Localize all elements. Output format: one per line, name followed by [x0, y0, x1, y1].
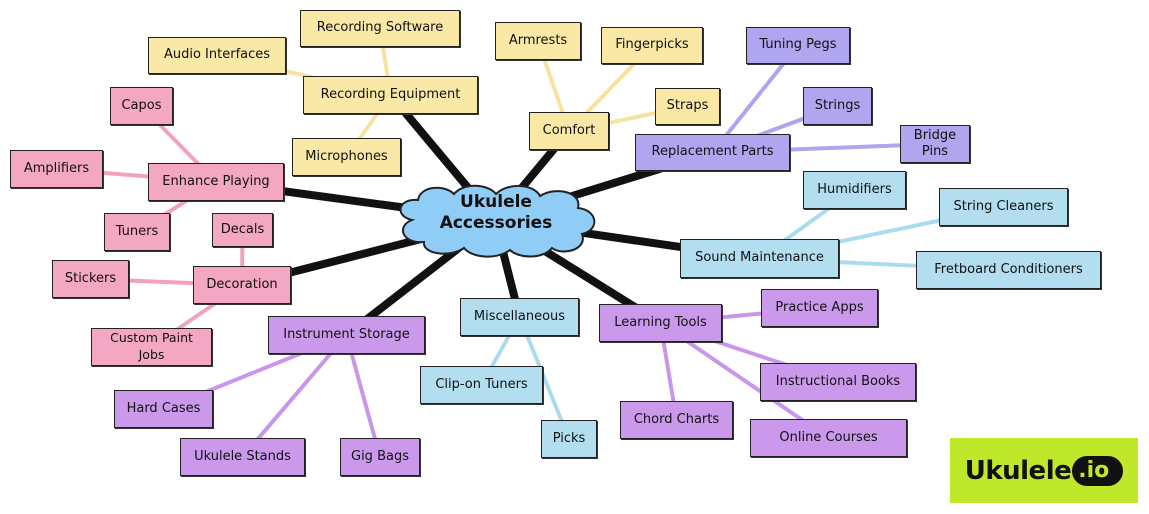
connector-learning-tools-to-online-courses — [658, 321, 831, 440]
leaf-custom-paint-jobs[interactable]: Custom Paint Jobs — [91, 328, 212, 366]
leaf-fingerpicks[interactable]: Fingerpicks — [601, 27, 703, 64]
leaf-gig-bags[interactable]: Gig Bags — [340, 438, 420, 476]
central-cloud — [399, 184, 596, 258]
leaf-amplifiers[interactable]: Amplifiers — [10, 150, 103, 188]
branch-decoration[interactable]: Decoration — [193, 266, 291, 304]
logo-wordmark: Ukulele — [964, 455, 1072, 486]
leaf-armrests[interactable]: Armrests — [495, 22, 581, 60]
connector-miscellaneous-to-picks — [517, 315, 571, 441]
branch-comfort[interactable]: Comfort — [529, 112, 609, 150]
leaf-stickers[interactable]: Stickers — [52, 260, 129, 298]
leaf-tuners[interactable]: Tuners — [104, 213, 170, 251]
leaf-recording-software[interactable]: Recording Software — [300, 10, 460, 47]
leaf-straps[interactable]: Straps — [655, 88, 720, 125]
leaf-decals[interactable]: Decals — [212, 213, 273, 247]
leaf-bridge-pins[interactable]: Bridge Pins — [900, 125, 970, 163]
leaf-strings[interactable]: Strings — [803, 87, 872, 125]
leaf-tuning-pegs[interactable]: Tuning Pegs — [746, 27, 850, 64]
branch-instrument-storage[interactable]: Instrument Storage — [268, 316, 425, 354]
branch-learning-tools[interactable]: Learning Tools — [599, 304, 722, 342]
leaf-capos[interactable]: Capos — [110, 87, 173, 125]
leaf-microphones[interactable]: Microphones — [292, 138, 401, 176]
leaf-online-courses[interactable]: Online Courses — [750, 419, 907, 457]
leaf-audio-interfaces[interactable]: Audio Interfaces — [148, 37, 286, 74]
leaf-chord-charts[interactable]: Chord Charts — [620, 401, 733, 439]
branch-enhance-playing[interactable]: Enhance Playing — [148, 163, 284, 201]
leaf-fretboard-conditioners[interactable]: Fretboard Conditioners — [916, 251, 1101, 289]
leaf-humidifiers[interactable]: Humidifiers — [803, 171, 906, 209]
branch-replacement-parts[interactable]: Replacement Parts — [635, 134, 790, 171]
ukulele-io-logo[interactable]: Ukulele .io — [950, 438, 1138, 503]
leaf-instructional-books[interactable]: Instructional Books — [760, 363, 916, 401]
leaf-ukulele-stands[interactable]: Ukulele Stands — [180, 438, 305, 476]
leaf-hard-cases[interactable]: Hard Cases — [114, 390, 213, 428]
connector-instrument-storage-to-ukulele-stands — [240, 333, 349, 459]
leaf-practice-apps[interactable]: Practice Apps — [761, 289, 878, 327]
logo-ukulele-body-icon: .io — [1072, 455, 1124, 486]
branch-recording-equipment[interactable]: Recording Equipment — [303, 76, 478, 114]
branch-sound-maintenance[interactable]: Sound Maintenance — [680, 239, 839, 278]
logo-suffix: .io — [1078, 458, 1110, 483]
leaf-picks[interactable]: Picks — [541, 420, 597, 458]
connector-instrument-storage-to-gig-bags — [344, 333, 382, 459]
leaf-clip-on-tuners[interactable]: Clip-on Tuners — [420, 366, 543, 404]
central-topic-line2: Accessories — [439, 213, 553, 233]
central-topic[interactable]: Ukulele Accessories — [400, 192, 592, 234]
central-topic-line1: Ukulele — [460, 192, 532, 212]
leaf-string-cleaners[interactable]: String Cleaners — [939, 188, 1068, 226]
branch-miscellaneous[interactable]: Miscellaneous — [460, 298, 579, 336]
